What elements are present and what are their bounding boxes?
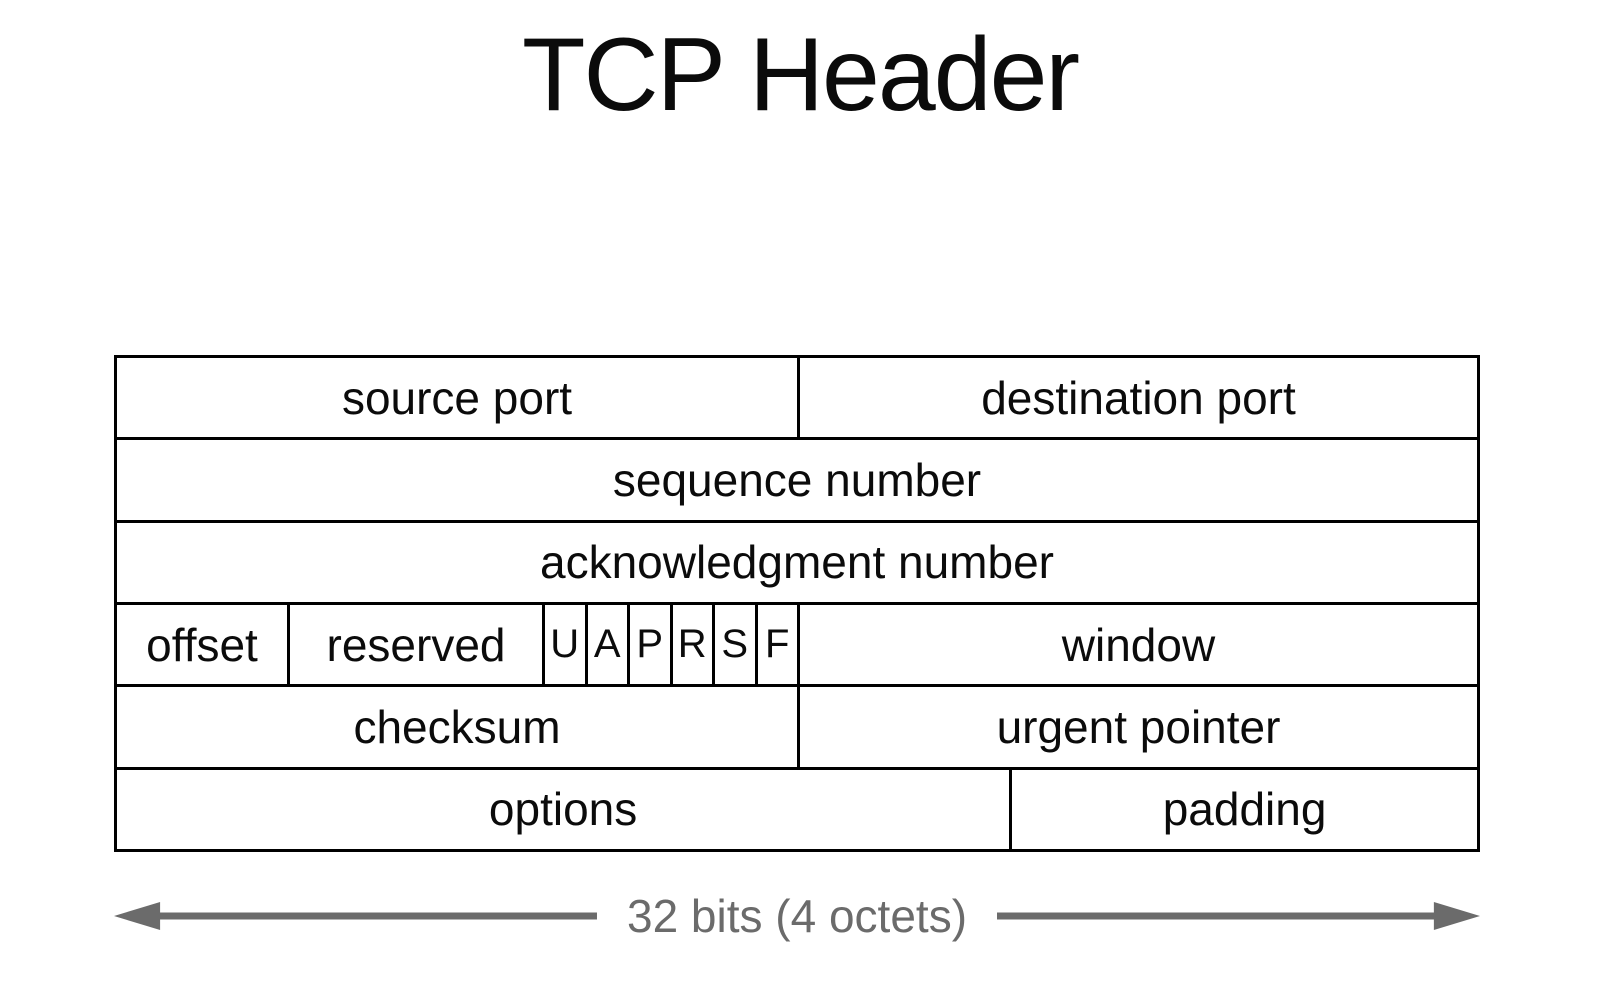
diagram-row-checksum-urgent: checksum urgent pointer (117, 684, 1477, 767)
field-options: options (488, 783, 638, 836)
flag-psh: P (627, 604, 670, 685)
arrow-left-icon (114, 902, 597, 930)
flag-urg: U (542, 604, 585, 685)
diagram-row-ports: source port destination port (117, 358, 1477, 438)
field-padding: padding (1009, 769, 1477, 849)
tcp-header-diagram: source port destination port sequence nu… (114, 355, 1480, 852)
field-reserved: reserved (287, 604, 542, 685)
flag-ack: A (584, 604, 628, 685)
field-sequence-number: sequence number (612, 453, 982, 506)
flag-fin: F (754, 604, 798, 685)
field-acknowledgment-number: acknowledgment number (540, 536, 1054, 589)
field-offset: offset (146, 618, 258, 671)
page-title: TCP Header (521, 17, 1080, 133)
field-source-port: source port (341, 371, 573, 424)
field-checksum: checksum (353, 700, 561, 753)
arrow-right-icon (997, 902, 1481, 930)
diagram-row-offset-flags-window: offset reserved U A P R S F window (117, 601, 1477, 685)
diagram-row-options-padding: options padding (117, 766, 1477, 849)
diagram-row-sequence: sequence number (117, 437, 1477, 519)
field-destination-port: destination port (797, 358, 1477, 438)
scale-label: 32 bits (4 octets) (626, 890, 968, 942)
diagram-row-acknowledgment: acknowledgment number (117, 519, 1477, 602)
field-window: window (797, 604, 1477, 685)
bit-scale: 32 bits (4 octets) (114, 876, 1481, 956)
flag-rst: R (669, 604, 713, 685)
field-urgent-pointer: urgent pointer (797, 687, 1477, 767)
flag-syn: S (712, 604, 755, 685)
